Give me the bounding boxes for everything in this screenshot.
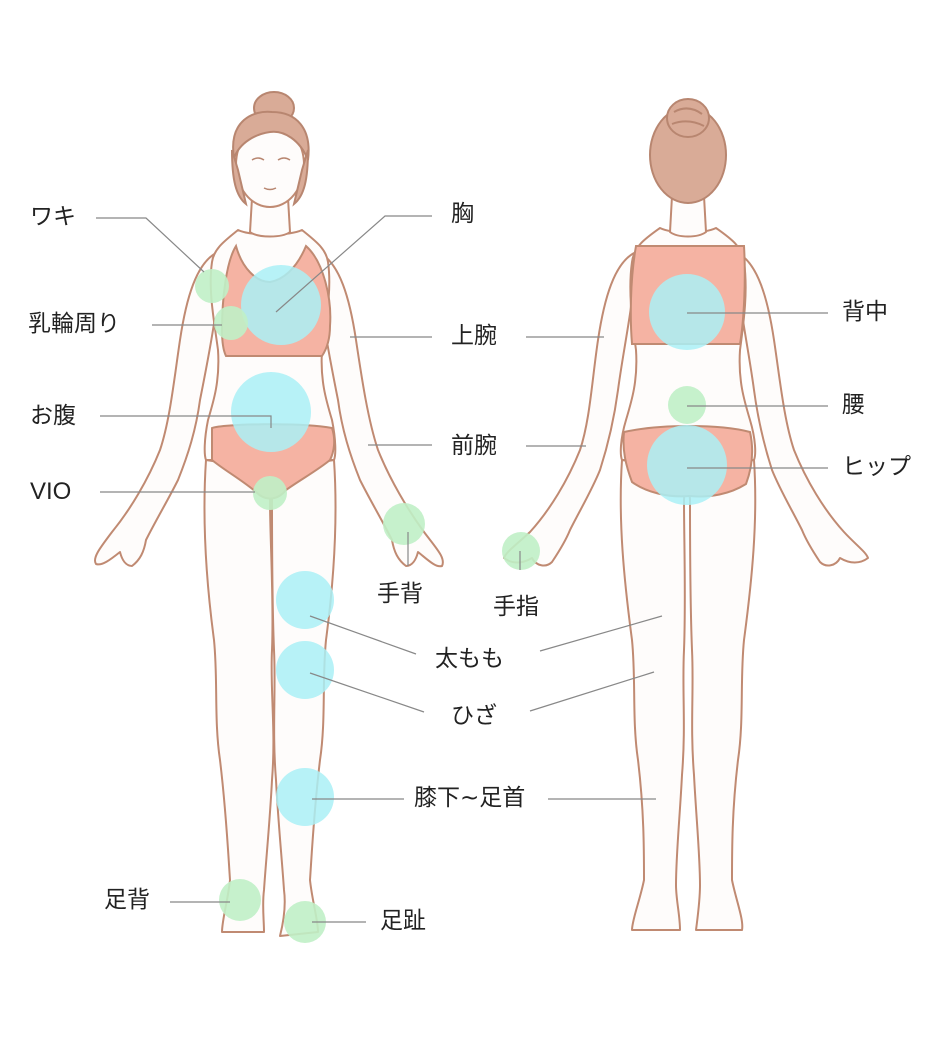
- front-hair: [231, 91, 310, 207]
- back-spots: [502, 274, 727, 570]
- label-zenwan: 前腕: [451, 433, 497, 459]
- spot-hand-back: [383, 503, 425, 545]
- spot-armpit: [195, 269, 229, 303]
- spot-shin: [276, 768, 334, 826]
- front-left-leg: [203, 459, 275, 933]
- label-senaka: 背中: [842, 299, 888, 325]
- back-neck: [669, 195, 707, 238]
- line-thigh-back: [539, 615, 663, 652]
- spot-belly: [231, 372, 311, 452]
- label-hizashita: 膝下~足首: [414, 785, 526, 811]
- spot-waist: [668, 386, 706, 424]
- spot-knee: [276, 641, 334, 699]
- spot-chest: [241, 265, 321, 345]
- spot-thigh: [276, 571, 334, 629]
- spot-toes: [284, 901, 326, 943]
- label-mune: 胸: [451, 201, 474, 227]
- line-onaka: [100, 415, 272, 428]
- line-mune: [275, 215, 432, 313]
- spot-hip: [647, 425, 727, 505]
- spot-areola: [214, 306, 248, 340]
- leader-lines: [96, 215, 828, 923]
- label-futomomo: 太もも: [435, 646, 504, 672]
- line-thigh-front: [309, 615, 417, 655]
- front-spots: [195, 265, 425, 943]
- back-left-arm: [503, 251, 637, 567]
- back-left-leg: [619, 459, 687, 931]
- label-vio: VIO: [30, 478, 72, 505]
- label-tehai: 手背: [377, 581, 423, 607]
- line-knee-back: [529, 671, 655, 712]
- label-hiza: ひざ: [451, 703, 497, 729]
- spot-fingers: [502, 532, 540, 570]
- spot-foot-back: [219, 879, 261, 921]
- front-right-arm: [317, 251, 444, 568]
- spot-back: [649, 274, 725, 350]
- line-knee-front: [309, 672, 425, 713]
- label-ashiyubi: 足趾: [380, 908, 426, 934]
- label-waki: ワキ: [30, 204, 76, 230]
- back-right-arm: [735, 251, 869, 567]
- label-ashiura: 足背: [104, 887, 150, 913]
- label-nyurin: 乳輪周り: [28, 311, 120, 337]
- spot-vio: [253, 476, 287, 510]
- label-onaka: お腹: [30, 403, 76, 429]
- label-hip: ヒップ: [842, 454, 911, 480]
- front-left-arm: [94, 251, 219, 567]
- label-koshi: 腰: [842, 392, 865, 418]
- front-face-features: [251, 157, 291, 191]
- back-hair: [649, 98, 727, 204]
- label-yubi: 手指: [493, 594, 539, 620]
- line-waki: [96, 217, 205, 273]
- front-neck: [249, 197, 291, 238]
- label-jowan: 上腕: [451, 323, 497, 349]
- back-right-leg: [687, 459, 757, 931]
